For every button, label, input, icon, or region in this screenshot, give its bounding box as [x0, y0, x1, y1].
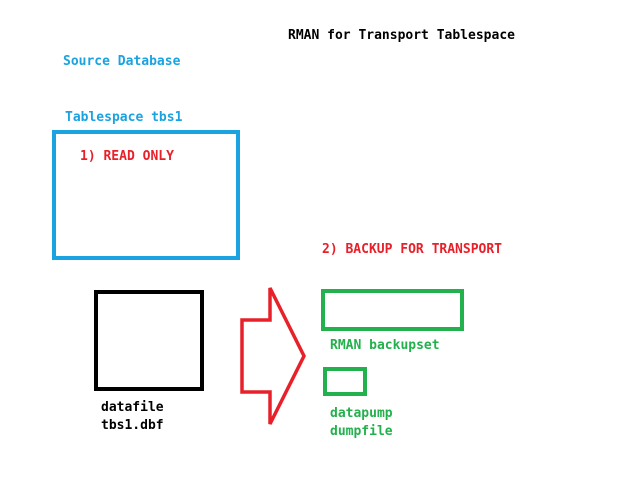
datafile-label-line2: tbs1.dbf — [101, 418, 164, 433]
datafile-label-line1: datafile — [101, 400, 164, 415]
step-backup-for-transport: 2) BACKUP FOR TRANSPORT — [322, 242, 503, 257]
source-database-label: Source Database — [63, 54, 181, 69]
datapump-label-line1: datapump — [330, 406, 393, 421]
tablespace-box — [52, 130, 240, 260]
datapump-dumpfile-label: datapump dumpfile — [330, 405, 393, 441]
rman-backupset-box — [321, 289, 464, 331]
datafile-label: datafile tbs1.dbf — [101, 399, 164, 435]
tablespace-label: Tablespace tbs1 — [65, 110, 183, 125]
diagram-title: RMAN for Transport Tablespace — [288, 28, 515, 43]
transport-arrow-shape — [240, 287, 306, 425]
step-read-only: 1) READ ONLY — [80, 149, 174, 164]
datapump-dumpfile-box — [323, 367, 367, 396]
transport-arrow-icon — [240, 287, 306, 425]
rman-backupset-label: RMAN backupset — [330, 338, 440, 353]
datafile-box — [94, 290, 204, 391]
datapump-label-line2: dumpfile — [330, 424, 393, 439]
